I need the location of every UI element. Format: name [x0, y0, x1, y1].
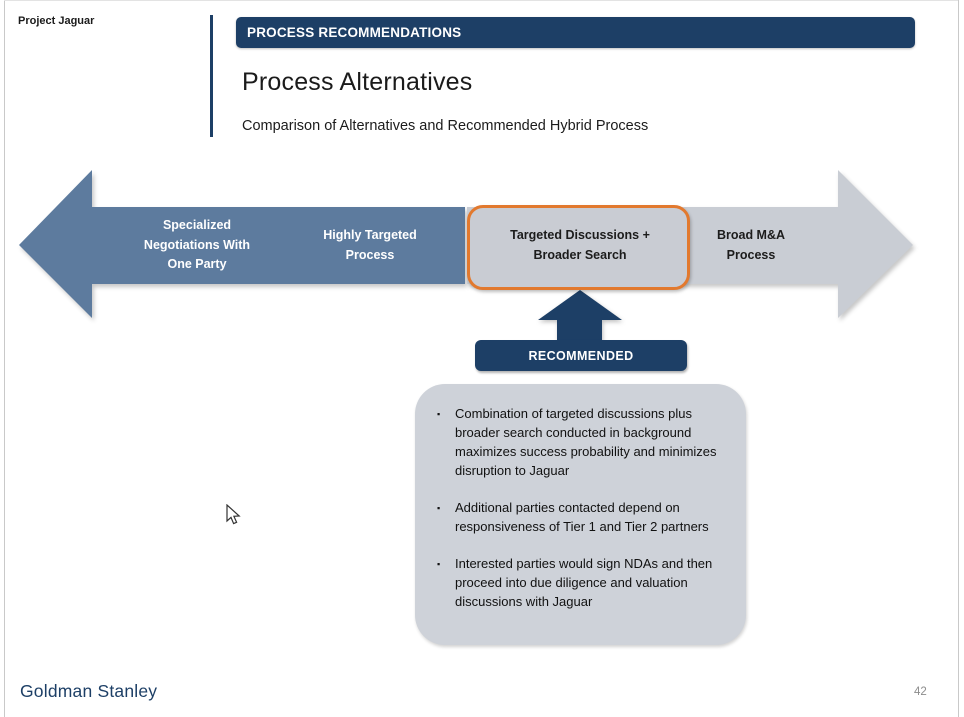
- recommended-badge: RECOMMENDED: [475, 340, 687, 371]
- page-title: Process Alternatives: [242, 68, 473, 96]
- recommended-badge-label: RECOMMENDED: [528, 348, 634, 363]
- segment-highly-targeted: Highly Targeted Process: [323, 228, 417, 262]
- section-header-label: PROCESS RECOMMENDATIONS: [247, 25, 462, 40]
- bullet-square-icon: ▪: [437, 409, 441, 419]
- note-text: Additional parties contacted depend on r…: [455, 500, 709, 534]
- section-header-bar: PROCESS RECOMMENDATIONS: [236, 17, 915, 48]
- page-number: 42: [914, 686, 927, 698]
- segment-specialized-negotiations: Specialized Negotiations With One Party: [143, 218, 251, 271]
- list-item: ▪ Additional parties contacted depend on…: [437, 498, 722, 536]
- recommendation-notes-list: ▪ Combination of targeted discussions pl…: [437, 404, 722, 611]
- footer-brand: Goldman Stanley: [20, 681, 158, 701]
- segment-targeted-discussions: Targeted Discussions + Broader Search: [510, 228, 650, 262]
- title-accent-rule: [210, 15, 213, 137]
- top-edge-divider: [4, 0, 958, 1]
- segment-broad-ma: Broad M&A Process: [716, 228, 786, 262]
- mouse-cursor-icon: [226, 504, 241, 525]
- list-item: ▪ Combination of targeted discussions pl…: [437, 404, 722, 480]
- note-text: Interested parties would sign NDAs and t…: [455, 556, 713, 609]
- note-text: Combination of targeted discussions plus…: [455, 406, 717, 478]
- page-subtitle: Comparison of Alternatives and Recommend…: [242, 118, 649, 134]
- up-arrow-shape: [538, 290, 622, 343]
- left-edge-divider: [4, 0, 5, 717]
- bullet-square-icon: ▪: [437, 503, 441, 513]
- bullet-square-icon: ▪: [437, 559, 441, 569]
- project-label: Project Jaguar: [18, 15, 95, 27]
- right-edge-divider: [958, 0, 959, 717]
- left-arrow-shape: [19, 170, 465, 318]
- list-item: ▪ Interested parties would sign NDAs and…: [437, 554, 722, 611]
- recommended-highlight-outline: [467, 205, 690, 290]
- recommendation-notes-box: ▪ Combination of targeted discussions pl…: [415, 384, 746, 645]
